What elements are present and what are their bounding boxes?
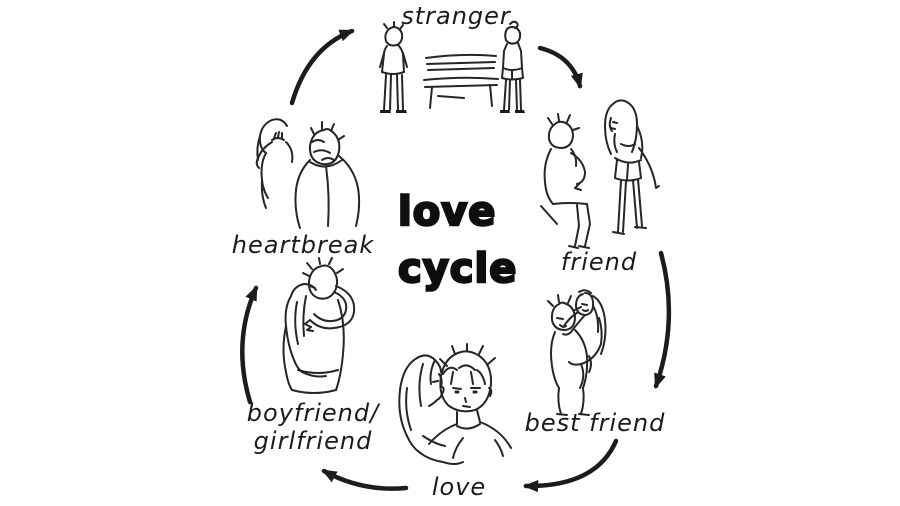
love-illustration (398, 343, 512, 465)
diagram-title-line1: love (397, 188, 497, 236)
arrow-boyfriend-girlfriend-to-heartbreak (240, 285, 259, 405)
stage-label-girlfriend-line: girlfriend (253, 427, 373, 455)
arrow-heartbreak-to-stranger (289, 28, 355, 106)
stage-label-boyfriend-girlfriend: boyfriend/ girlfriend (247, 399, 379, 455)
arrow-friend-to-best-friend (653, 250, 672, 389)
friend-illustration (540, 99, 660, 249)
heartbreak-illustration (255, 118, 361, 229)
stage-label-love: love (431, 473, 487, 501)
diagram-title-line2: cycle (397, 245, 518, 293)
stage-label-stranger: stranger (401, 2, 511, 30)
stage-label-boyfriend-line: boyfriend/ (246, 399, 380, 427)
arrow-best-friend-to-love (522, 438, 619, 493)
arrow-stranger-to-friend (537, 45, 583, 89)
stranger-illustration (379, 20, 525, 113)
best-friend-illustration (547, 289, 607, 416)
diagram-title: love cycle (397, 184, 518, 298)
boyfriend-girlfriend-illustration (282, 257, 356, 394)
stage-label-best-friend: best friend (524, 409, 666, 437)
stage-label-heartbreak: heartbreak (231, 231, 375, 259)
stage-label-friend: friend (560, 248, 638, 276)
